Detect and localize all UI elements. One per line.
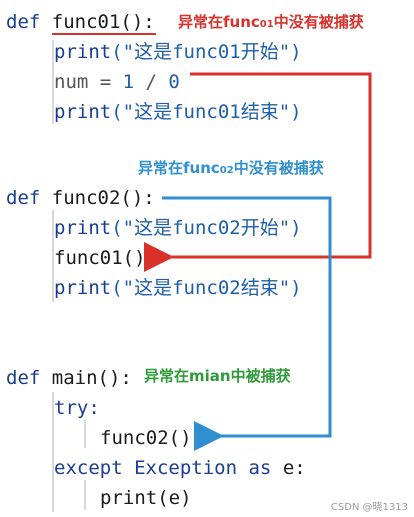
func01-underline: [52, 33, 156, 35]
annotation-text: 中没有被捕获: [233, 159, 324, 177]
builtin-print: print: [54, 277, 112, 299]
function-signature-main: main():: [40, 367, 132, 389]
keyword-try: try:: [54, 397, 100, 419]
code-line-num-division: num = 1 / 0: [54, 70, 180, 94]
annotation-subscript: 02: [219, 165, 234, 176]
code-line-def-func02: def func02():: [6, 186, 155, 210]
annotation-main-caught: 异常在mian中被捕获: [144, 366, 291, 386]
exception-variable: e:: [271, 457, 306, 479]
indent-guide-main: [52, 392, 54, 512]
code-text: num =: [54, 71, 123, 93]
string-literal: ("这是func01结束"): [111, 101, 302, 123]
code-line-print-start-func02: print("这是func02开始"): [54, 216, 302, 240]
indent-guide-try: [84, 420, 86, 448]
annotation-text: 中没有被捕获: [273, 13, 364, 31]
indent-guide-except: [84, 480, 86, 510]
keyword-def: def: [6, 367, 41, 389]
builtin-print: print: [54, 217, 112, 239]
code-line-call-func02: func02(): [100, 426, 192, 450]
operator: /: [134, 71, 169, 93]
function-name-func01: func01: [51, 11, 121, 33]
blue-arrow-path: [162, 196, 332, 451]
annotation-text: 异常在mian中被捕获: [144, 367, 291, 385]
code-line-def-main: def main():: [6, 366, 132, 390]
string-literal: ("这是func02开始"): [111, 217, 302, 239]
code-line-print-start-func01: print("这是func01开始"): [54, 40, 302, 64]
exception-class: Exception: [122, 457, 249, 479]
code-line-print-end-func02: print("这是func02结束"): [54, 276, 302, 300]
annotation-func01-not-caught: 异常在func01中没有被捕获: [178, 12, 364, 35]
keyword-as: as: [248, 457, 272, 479]
call-print-e: print(e): [100, 487, 192, 509]
code-line-try: try:: [54, 396, 100, 420]
string-literal: ("这是func01开始"): [111, 41, 302, 63]
number-literal-zero: 0: [168, 71, 180, 93]
code-line-print-end-func01: print("这是func01结束"): [54, 100, 302, 124]
keyword-def: def: [6, 11, 41, 33]
builtin-print: print: [54, 41, 112, 63]
number-literal: 1: [122, 71, 135, 93]
string-literal: ("这是func02结束"): [111, 277, 302, 299]
code-line-print-e: print(e): [100, 486, 192, 510]
function-signature-func02: func02():: [40, 187, 155, 209]
code-line-def-func01: def func01():: [6, 10, 155, 34]
code-line-call-func01: func01(): [54, 246, 146, 270]
annotation-text: 异常在func: [178, 13, 260, 31]
watermark: CSDN @晓1313: [330, 502, 408, 513]
annotation-subscript: 01: [259, 19, 274, 30]
keyword-def: def: [6, 187, 41, 209]
code-line-except: except Exception as e:: [54, 456, 306, 480]
annotation-text: 异常在func: [138, 159, 220, 177]
code-parens: ():: [120, 11, 155, 33]
annotation-func02-not-caught: 异常在func02中没有被捕获: [138, 158, 324, 181]
builtin-print: print: [54, 101, 112, 123]
red-arrow-path: [144, 72, 372, 272]
keyword-except: except: [54, 457, 123, 479]
indent-guide-func02: [52, 210, 54, 302]
call-func02: func02(): [100, 427, 192, 449]
call-func01: func01(): [54, 247, 146, 269]
indent-guide-func01: [52, 40, 54, 124]
